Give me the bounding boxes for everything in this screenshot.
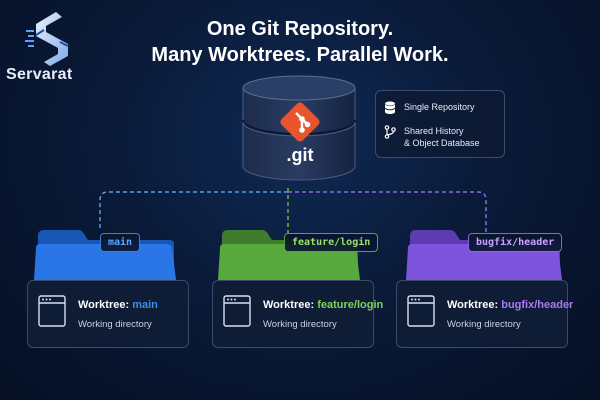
worktree-prefix: Worktree: [263, 299, 315, 311]
servarat-logo [25, 12, 69, 66]
brand-name: Servarat [6, 66, 73, 83]
info-shared-history: Shared History & Object Database [404, 125, 480, 149]
worktree-name: bugfix/header [501, 299, 574, 311]
worktree-name: main [132, 299, 158, 311]
window-icon [407, 295, 435, 327]
page-title-line2: Many Worktrees. Parallel Work. [151, 44, 449, 66]
branch-icon [384, 125, 396, 139]
worktree-card-feature-login: Worktree: feature/login Working director… [212, 280, 383, 348]
page-title-line1: One Git Repository. [206, 18, 394, 40]
worktree-title: Worktree: bugfix/header [447, 299, 573, 311]
info-shared-line2: & Object Database [404, 138, 480, 148]
branch-badge-main: main [100, 233, 141, 252]
worktree-subtitle: Working directory [447, 319, 521, 330]
window-icon [223, 295, 251, 327]
worktree-prefix: Worktree: [78, 299, 130, 311]
worktree-prefix: Worktree: [447, 299, 499, 311]
worktree-name: feature/login [317, 299, 384, 311]
info-single-repository: Single Repository [404, 102, 475, 112]
branch-badge-feature-login: feature/login [284, 233, 379, 252]
repository-info-panel: Single Repository Shared History & Objec… [375, 90, 505, 158]
worktree-card-bugfix-header: Worktree: bugfix/header Working director… [396, 280, 573, 348]
window-icon [38, 295, 66, 327]
worktree-card-main: Worktree: main Working directory [27, 280, 189, 348]
worktree-title: Worktree: main [78, 299, 158, 311]
database-icon [384, 101, 396, 114]
repo-label: .git [286, 145, 314, 165]
worktree-subtitle: Working directory [263, 319, 337, 330]
branch-badge-bugfix-header: bugfix/header [468, 233, 563, 252]
worktree-subtitle: Working directory [78, 319, 152, 330]
git-logo-icon [280, 102, 320, 142]
worktree-title: Worktree: feature/login [263, 299, 383, 311]
info-shared-line1: Shared History [404, 126, 464, 136]
